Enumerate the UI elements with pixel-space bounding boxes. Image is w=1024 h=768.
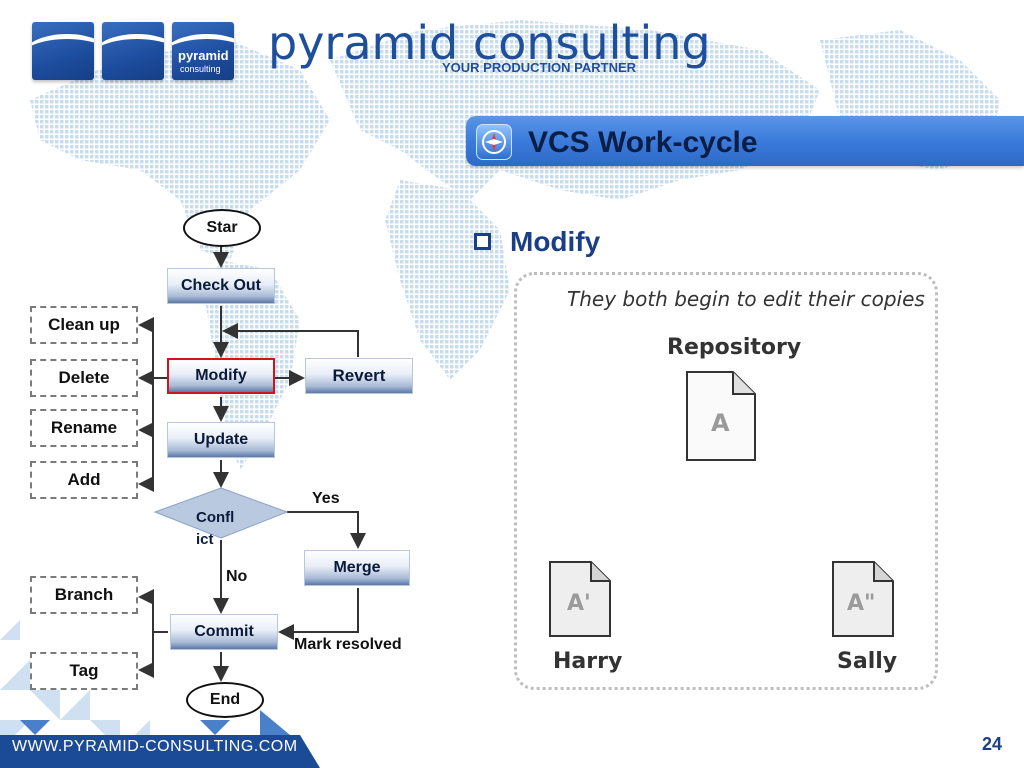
start-node: Star (183, 209, 261, 247)
brand-tagline: YOUR PRODUCTION PARTNER (442, 60, 637, 75)
delete-op: Delete (30, 359, 138, 397)
add-op: Add (30, 461, 138, 499)
yes-label: Yes (312, 490, 340, 507)
sally-file-label: A" (847, 591, 876, 616)
rename-op: Rename (30, 409, 138, 447)
clean-up-op: Clean up (30, 306, 138, 344)
logo-tile-3: pyramid consulting (172, 22, 234, 80)
conflict-diamond (153, 487, 289, 539)
slide-title: VCS Work-cycle (528, 126, 758, 159)
logo-text-bottom: consulting (180, 64, 221, 74)
revert-step: Revert (305, 358, 413, 394)
title-bar (466, 116, 1024, 166)
merge-step: Merge (304, 550, 410, 586)
branch-op: Branch (30, 576, 138, 614)
commit-step: Commit (170, 614, 278, 650)
update-step: Update (167, 422, 275, 458)
logo-tile-1 (32, 22, 94, 80)
brand-name: pyramid consulting (268, 16, 711, 70)
modify-step: Modify (167, 358, 275, 394)
compass-icon (476, 124, 512, 160)
conflict-label: Confl ict (196, 509, 235, 548)
page-number: 24 (982, 734, 1003, 754)
end-node: End (186, 682, 264, 718)
repository-label: Repository (667, 335, 802, 360)
sally-label: Sally (837, 649, 898, 674)
diagram-caption: They both begin to edit their copies (567, 287, 925, 311)
bullet-heading: Modify (510, 226, 601, 257)
check-out-step: Check Out (167, 268, 275, 304)
harry-file-label: A' (567, 591, 591, 616)
repository-diagram: They both begin to edit their copies Rep… (514, 272, 938, 690)
harry-file-icon (549, 561, 611, 637)
logo-tile-2 (102, 22, 164, 80)
harry-label: Harry (553, 649, 623, 674)
footer-url: WWW.PYRAMID-CONSULTING.COM (12, 738, 298, 755)
logo-text-top: pyramid (178, 48, 229, 63)
mark-resolved-label: Mark resolved (294, 636, 402, 653)
tag-op: Tag (30, 652, 138, 690)
no-label: No (226, 568, 248, 585)
repository-file-icon (686, 371, 756, 461)
bullet-checkbox-icon (474, 233, 491, 250)
repository-file-label: A (711, 409, 730, 437)
sally-file-icon (832, 561, 894, 637)
